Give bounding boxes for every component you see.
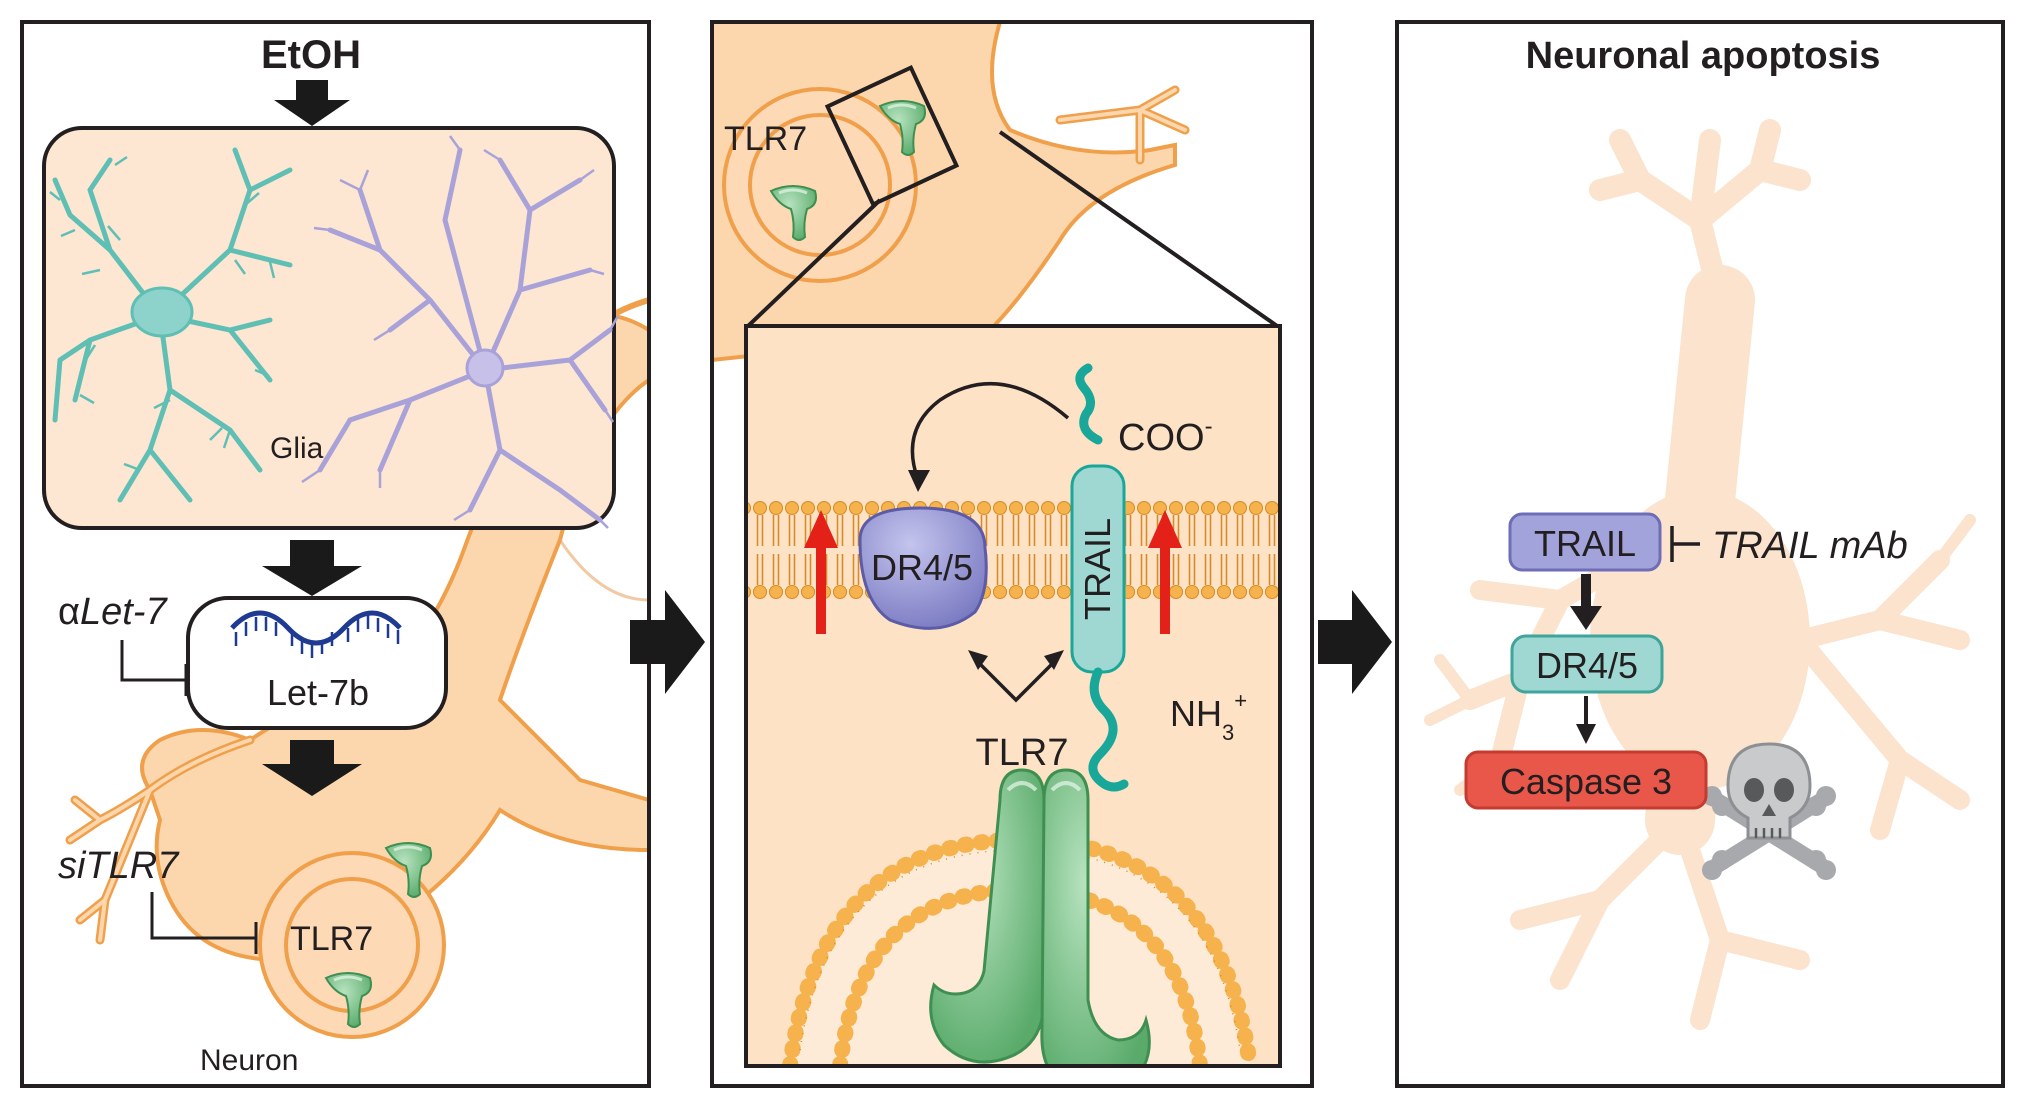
upregulation-arrow-right: [1148, 510, 1182, 634]
let7-inhibition-line: [120, 640, 188, 696]
let7-italic: Let-7: [80, 591, 168, 633]
right-arrow-1: [630, 590, 705, 694]
tlr7-receptor-icon: [929, 768, 1151, 1066]
down-arrow-2: [262, 540, 362, 596]
coo-text: COO: [1118, 417, 1205, 459]
dr45-receptor: DR4/5: [858, 506, 988, 630]
microglia-fine-processes: [49, 155, 276, 472]
panel-1-frame: [20, 20, 651, 1088]
tlr7-label: TLR7: [290, 920, 373, 958]
nterminus-label: NH3+: [1170, 688, 1247, 745]
panel-3-frame: [1395, 20, 2005, 1088]
coo-superscript: -: [1205, 413, 1213, 440]
nh-subscript: 3: [1222, 720, 1234, 745]
astrocyte-cell: [317, 147, 613, 523]
panel-2-frame: [710, 20, 1314, 1088]
zoom-line-left: [744, 198, 882, 330]
astrocyte-fine-processes: [301, 135, 620, 529]
sitlr7-label: siTLR7: [58, 845, 180, 887]
trail-ligand: TRAIL: [1070, 363, 1129, 792]
glia-box: Glia: [42, 126, 620, 530]
nh-superscript: +: [1234, 688, 1247, 713]
mirna-label: Let-7b: [267, 672, 369, 713]
panel-3-apoptosis: Neuronal apoptosis TRAIL TRAIL mAb DR4/5: [1395, 20, 2005, 1088]
caspase3-label: Caspase 3: [1500, 761, 1672, 802]
sitlr7-inhibition-line: [150, 892, 258, 954]
arrow-trail-dr45-shaft: [1581, 574, 1591, 610]
neuron-label: Neuron: [200, 1044, 298, 1077]
right-arrow-2: [1318, 590, 1392, 694]
panel-3-title: Neuronal apoptosis: [1526, 35, 1881, 77]
trail-box: TRAIL: [1508, 512, 1662, 572]
arrow-trail-dr45-head: [1570, 606, 1602, 630]
cterminus-label: COO-: [1118, 413, 1213, 459]
binding-arrowhead: [908, 470, 930, 492]
let7b-box: Let-7b: [186, 596, 448, 730]
tlr7-bottom-label: TLR7: [976, 732, 1069, 774]
panel-1-title: EtOH: [261, 33, 361, 77]
trail-box-label: TRAIL: [1534, 523, 1636, 564]
glia-label: Glia: [270, 432, 324, 465]
arrow-dr45-caspase-shaft: [1584, 696, 1588, 728]
down-arrow-1: [274, 80, 350, 126]
dr45-box-label: DR4/5: [1536, 645, 1638, 686]
zoom-line-right: [998, 130, 1282, 330]
inset-frame: [744, 324, 1282, 1068]
trail-mab-label: TRAIL mAb: [1712, 525, 1908, 567]
tlr7-top-label: TLR7: [724, 120, 807, 158]
alpha-prefix: α: [58, 591, 80, 633]
mab-inhibition-line: [1670, 526, 1700, 562]
trail-label: TRAIL: [1077, 518, 1118, 620]
mirna-hairpin-icon: [230, 610, 402, 658]
binding-arrow: [910, 381, 1070, 481]
panel-1-etoh: Glia Let-7b αLet-7 siTLR7 TLR7 Neuron Et…: [20, 20, 651, 1088]
split-arrowheads: [968, 650, 1064, 670]
let7-inhibitor-label: αLet-7: [58, 591, 168, 633]
skull-crossbones-icon: [1702, 742, 1836, 880]
arrow-dr45-caspase-head: [1576, 724, 1596, 744]
nh-text: NH: [1170, 693, 1222, 734]
panel-2-mechanism: TLR7: [710, 20, 1314, 1088]
tlr7-split-arrow: [974, 658, 1058, 703]
upregulation-arrow-left: [804, 510, 838, 634]
caspase3-box: Caspase 3: [1464, 750, 1708, 810]
dr45-label: DR4/5: [871, 547, 973, 588]
down-arrow-3: [262, 740, 362, 796]
membrane-bilayer: [746, 500, 1280, 600]
membrane-inset: DR4/5 TRAIL COO- NH3+: [744, 324, 1282, 1068]
dr45-box: DR4/5: [1510, 634, 1664, 694]
zoom-box: [824, 64, 960, 208]
